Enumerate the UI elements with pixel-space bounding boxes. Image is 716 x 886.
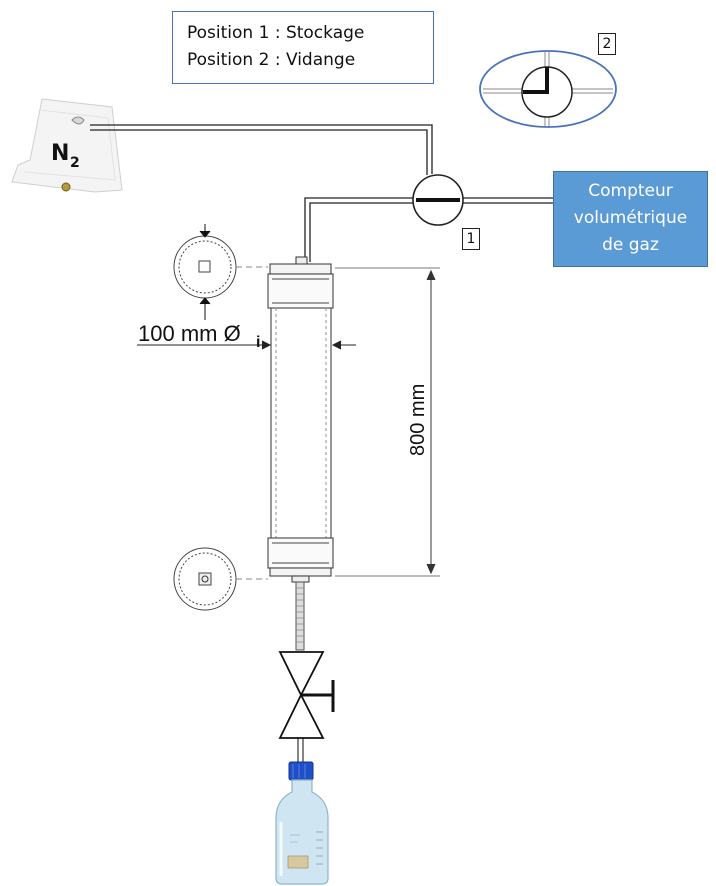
legend-position-2: Position 2 : Vidange <box>187 50 356 70</box>
drain-valve <box>278 651 335 739</box>
cross-section-bottom <box>173 547 237 611</box>
legend-position-1: Position 1 : Stockage <box>187 23 365 43</box>
gas-meter-line-3: de gaz <box>602 235 659 255</box>
gas-bag: N 2 <box>11 98 123 193</box>
gas-pipes <box>90 124 553 262</box>
three-way-valve <box>412 174 464 226</box>
outlet-tube <box>295 581 305 765</box>
gas-meter-box: Compteur volumétrique de gaz <box>553 171 708 267</box>
projection-lines <box>236 266 268 580</box>
length-dimension <box>335 267 440 577</box>
cross-section-top <box>173 224 237 320</box>
collection-bottle <box>275 761 329 885</box>
length-label: 800 mm <box>407 384 429 456</box>
position-legend: Position 1 : Stockage Position 2 : Vidan… <box>172 11 434 84</box>
valve-position-2-zoom <box>479 50 617 128</box>
gas-meter-line-1: Compteur <box>588 181 673 201</box>
diameter-label-subscript: i <box>256 334 260 351</box>
diameter-label: 100 mm Ø <box>138 321 241 346</box>
gas-meter-line-2: volumétrique <box>573 208 688 228</box>
column <box>267 256 334 583</box>
valve-position-1-tag: 1 <box>462 228 480 250</box>
valve-position-2-tag: 2 <box>598 33 616 55</box>
gas-bag-label: N <box>51 141 69 166</box>
diameter-dimension <box>137 340 356 350</box>
gas-bag-label-subscript: 2 <box>70 155 80 171</box>
